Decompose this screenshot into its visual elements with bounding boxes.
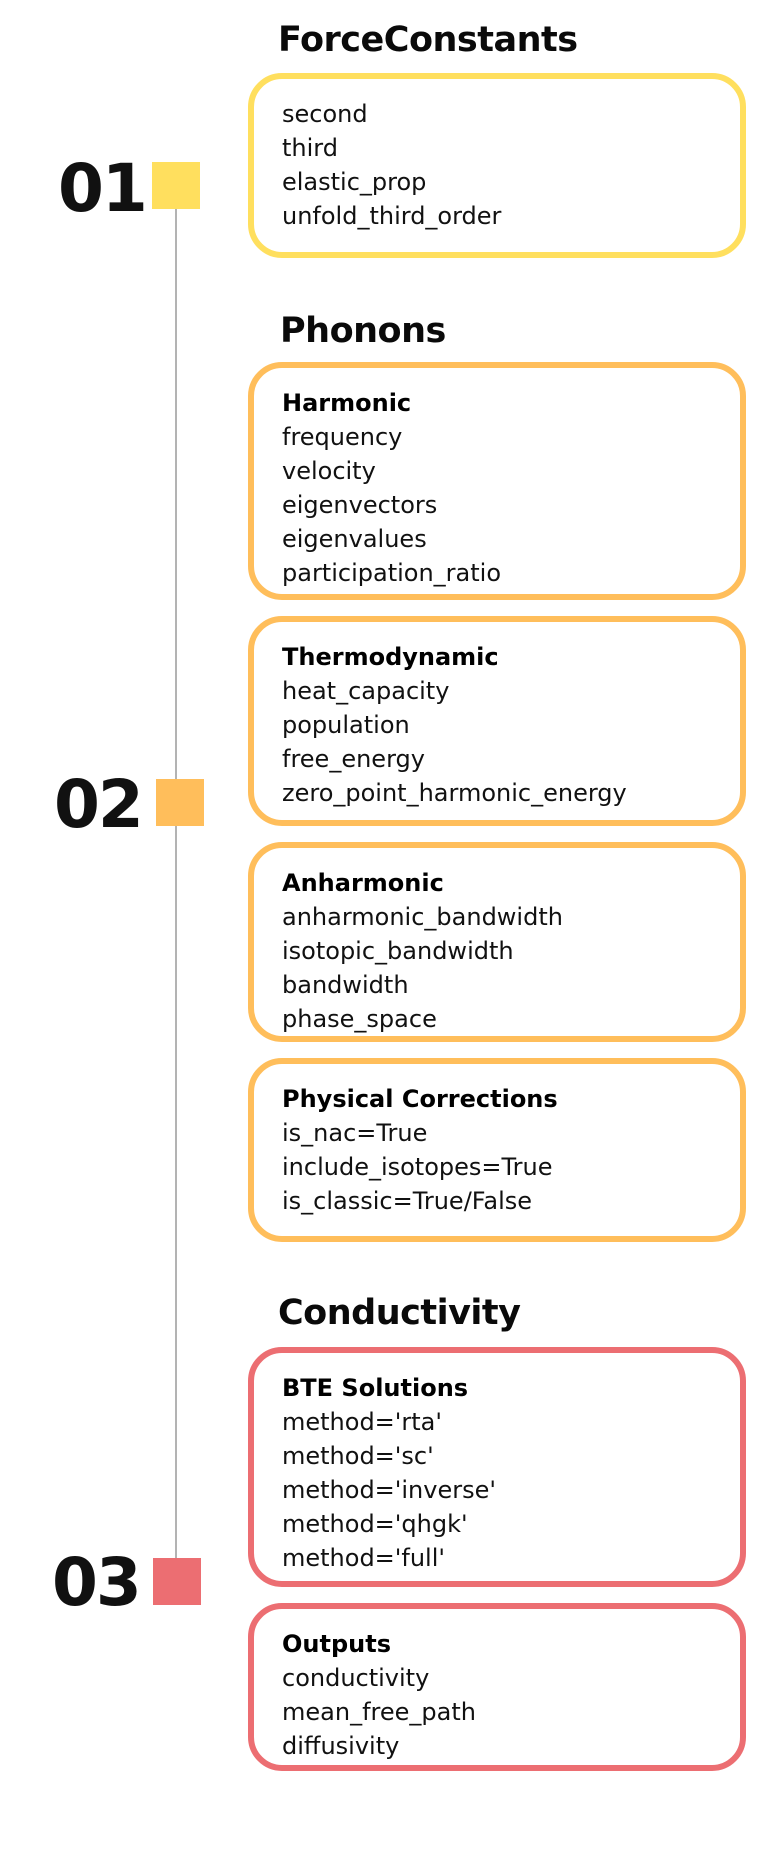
card-item-list: frequency velocity eigenvectors eigenval…	[282, 420, 710, 590]
list-item: unfold_third_order	[282, 202, 502, 230]
step-number-2: 02	[54, 766, 144, 843]
list-item: free_energy	[282, 745, 425, 773]
step-marker-3	[153, 1558, 201, 1605]
list-item: method='sc'	[282, 1442, 434, 1470]
list-item: third	[282, 134, 338, 162]
list-item: isotopic_bandwidth	[282, 937, 514, 965]
list-item: conductivity	[282, 1664, 430, 1692]
card-item-list: second third elastic_prop unfold_third_o…	[282, 97, 710, 233]
card-title-anharmonic: Anharmonic	[282, 869, 444, 897]
card-item-list: method='rta' method='sc' method='inverse…	[282, 1405, 710, 1575]
list-item: diffusivity	[282, 1732, 400, 1760]
card-item-list: anharmonic_bandwidth isotopic_bandwidth …	[282, 900, 710, 1036]
list-item: method='full'	[282, 1544, 445, 1572]
list-item: second	[282, 100, 368, 128]
section-title-forceconstants: ForceConstants	[278, 20, 578, 60]
step-number-3: 03	[52, 1544, 142, 1621]
list-item: phase_space	[282, 1005, 437, 1033]
card-title-outputs: Outputs	[282, 1630, 391, 1658]
list-item: include_isotopes=True	[282, 1153, 553, 1181]
card-title-bte-solutions: BTE Solutions	[282, 1374, 469, 1402]
list-item: frequency	[282, 423, 403, 451]
list-item: mean_free_path	[282, 1698, 476, 1726]
list-item: anharmonic_bandwidth	[282, 903, 563, 931]
list-item: method='qhgk'	[282, 1510, 468, 1538]
list-item: population	[282, 711, 410, 739]
card-bte-solutions: BTE Solutions method='rta' method='sc' m…	[248, 1347, 746, 1587]
list-item: heat_capacity	[282, 677, 450, 705]
card-harmonic: Harmonic frequency velocity eigenvectors…	[248, 362, 746, 600]
section-title-phonons: Phonons	[280, 311, 446, 351]
list-item: method='inverse'	[282, 1476, 496, 1504]
card-physical-corrections: Physical Corrections is_nac=True include…	[248, 1058, 746, 1242]
card-title-physical-corrections: Physical Corrections	[282, 1085, 558, 1113]
list-item: zero_point_harmonic_energy	[282, 779, 627, 807]
card-thermodynamic: Thermodynamic heat_capacity population f…	[248, 616, 746, 826]
list-item: participation_ratio	[282, 559, 501, 587]
card-forceconstants: second third elastic_prop unfold_third_o…	[248, 73, 746, 258]
card-anharmonic: Anharmonic anharmonic_bandwidth isotopic…	[248, 842, 746, 1042]
list-item: eigenvectors	[282, 491, 438, 519]
step-marker-2	[156, 779, 204, 826]
card-item-list: conductivity mean_free_path diffusivity	[282, 1661, 710, 1763]
card-title-thermodynamic: Thermodynamic	[282, 643, 499, 671]
card-outputs: Outputs conductivity mean_free_path diff…	[248, 1603, 746, 1771]
list-item: is_nac=True	[282, 1119, 428, 1147]
list-item: is_classic=True/False	[282, 1187, 533, 1215]
step-number-1: 01	[58, 150, 148, 227]
section-title-conductivity: Conductivity	[278, 1293, 521, 1333]
card-item-list: is_nac=True include_isotopes=True is_cla…	[282, 1116, 710, 1218]
list-item: method='rta'	[282, 1408, 442, 1436]
list-item: elastic_prop	[282, 168, 427, 196]
list-item: velocity	[282, 457, 376, 485]
card-title-harmonic: Harmonic	[282, 389, 412, 417]
step-marker-1	[152, 162, 200, 209]
list-item: bandwidth	[282, 971, 409, 999]
timeline-line	[175, 185, 177, 1570]
list-item: eigenvalues	[282, 525, 427, 553]
card-item-list: heat_capacity population free_energy zer…	[282, 674, 710, 810]
